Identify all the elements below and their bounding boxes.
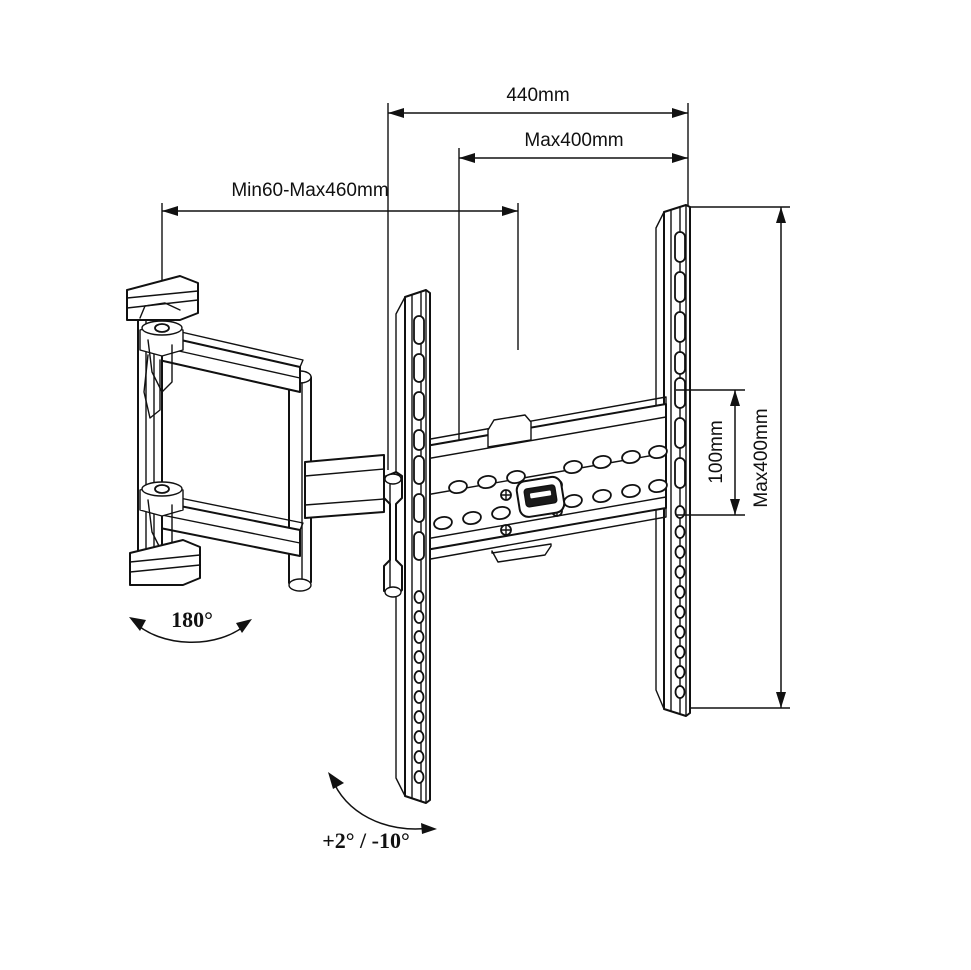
dimension-label-440mm: 440mm <box>506 85 569 106</box>
rail-right-slots <box>674 231 686 489</box>
bar-holes-lower <box>433 478 668 531</box>
dimension-label-max400mm-vertical: Max400mm <box>751 408 772 507</box>
horizontal-bar <box>419 396 668 563</box>
angle-tilt: +2° / -10° <box>322 772 437 853</box>
dimension-max400mm-vertical: Max400mm <box>690 206 790 709</box>
tv-rail-left <box>395 289 431 804</box>
dimension-label-min60-max460mm: Min60-Max460mm <box>231 180 388 201</box>
articulating-arm <box>126 275 385 592</box>
bar-holes-upper <box>448 444 668 495</box>
rail-left-slots <box>413 315 425 561</box>
tilt-bracket <box>383 471 403 598</box>
dimension-max400mm-horizontal: Max400mm <box>458 130 688 440</box>
rail-left-holes <box>413 590 425 784</box>
arm-wall-plate-lower <box>129 539 201 586</box>
dimension-label-max400mm-horizontal: Max400mm <box>524 130 623 151</box>
rail-right-holes <box>674 505 686 699</box>
tv-rail-right <box>655 204 691 717</box>
dimension-100mm: 100mm <box>676 389 745 516</box>
arm-pivot-upper <box>139 320 184 357</box>
angle-swivel-180: 180° <box>129 607 252 643</box>
dimension-min60-max460mm: Min60-Max460mm <box>161 180 519 350</box>
arm-wall-plate-upper <box>126 275 199 321</box>
angle-label-tilt: +2° / -10° <box>322 828 410 853</box>
center-lock <box>515 475 566 518</box>
arm-pivot-mid <box>139 481 184 517</box>
angle-label-swivel: 180° <box>171 607 213 632</box>
dimension-440mm: 440mm <box>387 85 689 470</box>
dimension-label-100mm: 100mm <box>706 420 727 483</box>
